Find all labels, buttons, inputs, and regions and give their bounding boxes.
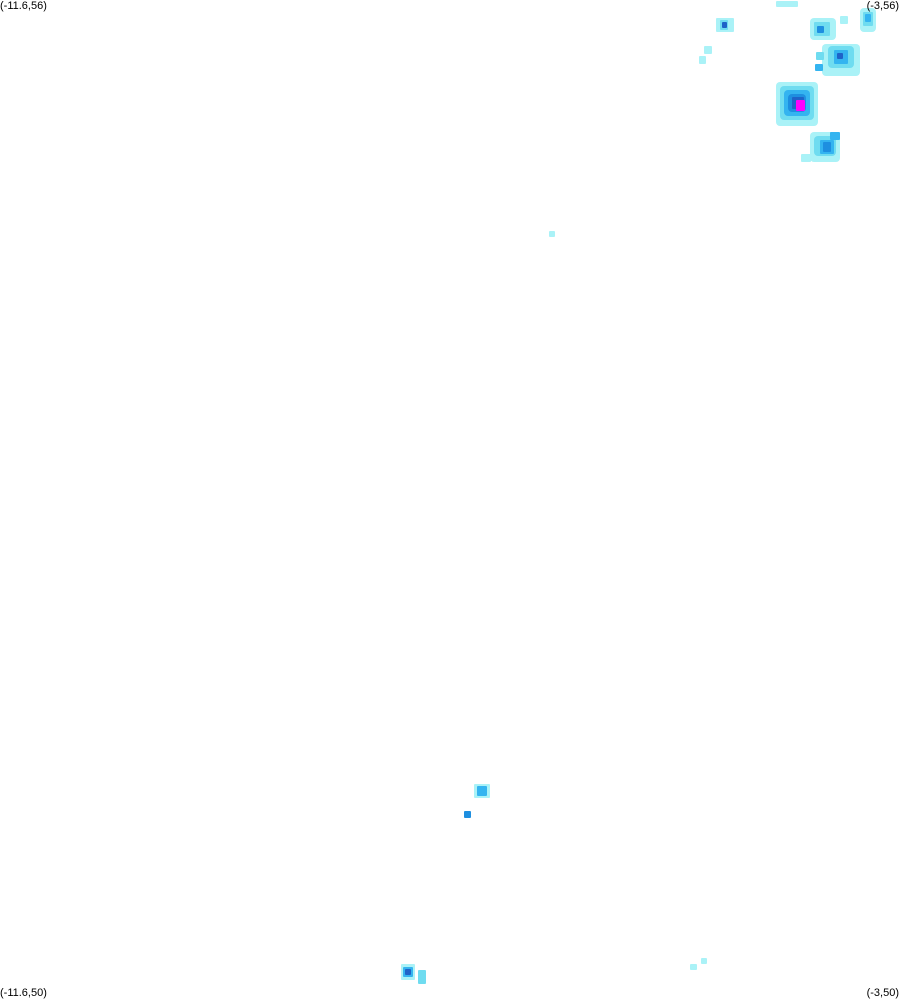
precipitation-cell — [801, 154, 811, 162]
precipitation-cell — [722, 22, 727, 28]
precipitation-cell — [549, 231, 555, 237]
precipitation-cell — [815, 64, 823, 71]
precipitation-cell — [796, 100, 805, 111]
precipitation-cell — [823, 142, 831, 152]
precipitation-cell — [704, 46, 712, 54]
bottom-left-coordinate-label: (-11.6,50) — [0, 987, 47, 999]
precipitation-cell — [817, 26, 824, 33]
precipitation-cell — [405, 969, 411, 975]
precipitation-cell — [418, 970, 426, 984]
precipitation-cell — [776, 1, 798, 7]
top-left-coordinate-label: (-11.6,56) — [0, 0, 47, 12]
precipitation-cell — [816, 52, 824, 60]
bottom-right-coordinate-label: (-3,50) — [866, 987, 899, 999]
precipitation-cell — [464, 811, 471, 818]
precipitation-cell — [865, 14, 871, 22]
precipitation-cell — [690, 964, 697, 970]
precipitation-cell — [830, 132, 840, 140]
precipitation-cell — [477, 786, 487, 796]
precipitation-cell — [840, 16, 848, 24]
precipitation-cell — [699, 56, 706, 64]
precipitation-cell — [701, 958, 707, 964]
precipitation-cell — [837, 53, 843, 59]
top-right-coordinate-label: (-3,56) — [866, 0, 899, 12]
